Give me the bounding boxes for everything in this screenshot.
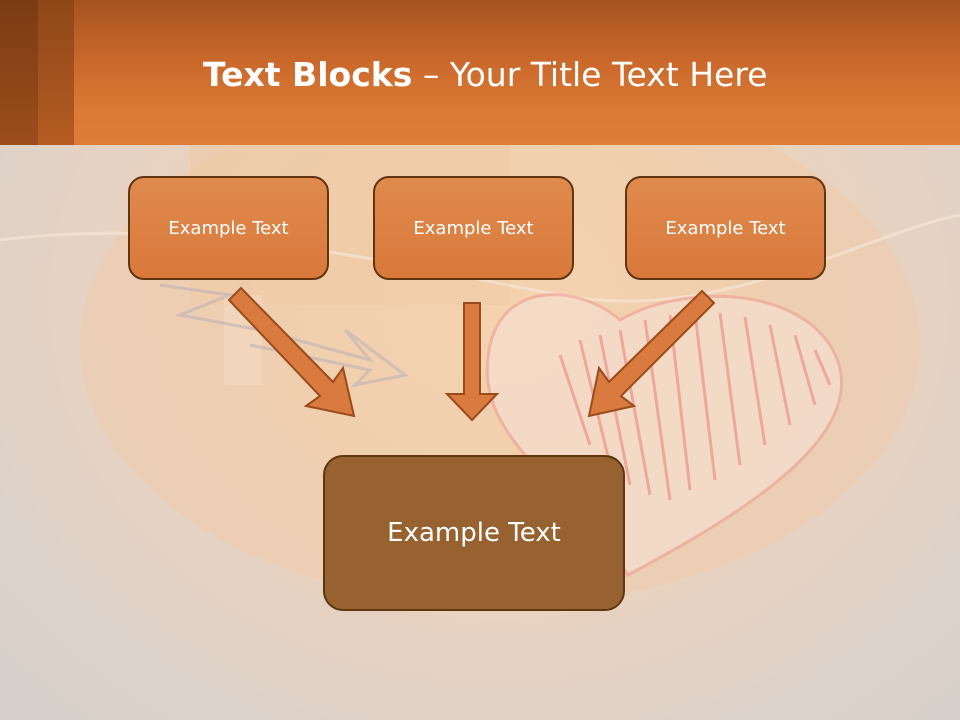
text-block-label: Example Text	[413, 217, 534, 239]
title-bar: Text Blocks – Your Title Text Here	[0, 0, 960, 145]
title-bold: Text Blocks	[203, 55, 413, 94]
slide-title: Text Blocks – Your Title Text Here	[203, 53, 767, 97]
text-block-label: Example Text	[387, 518, 561, 548]
down-left-arrow-icon	[587, 289, 716, 418]
text-block-label: Example Text	[665, 217, 786, 239]
header-accent-strip	[0, 0, 38, 145]
text-block-top-right[interactable]: Example Text	[625, 176, 826, 280]
title-rest: Your Title Text Here	[449, 55, 768, 94]
text-block-top-center[interactable]: Example Text	[373, 176, 574, 280]
header-accent-strip	[38, 0, 74, 145]
text-block-bottom[interactable]: Example Text	[323, 455, 625, 611]
down-right-arrow-icon	[227, 286, 356, 418]
text-block-top-left[interactable]: Example Text	[128, 176, 329, 280]
title-dash: –	[412, 55, 450, 94]
text-block-label: Example Text	[168, 217, 289, 239]
down-arrow-icon	[444, 302, 500, 422]
